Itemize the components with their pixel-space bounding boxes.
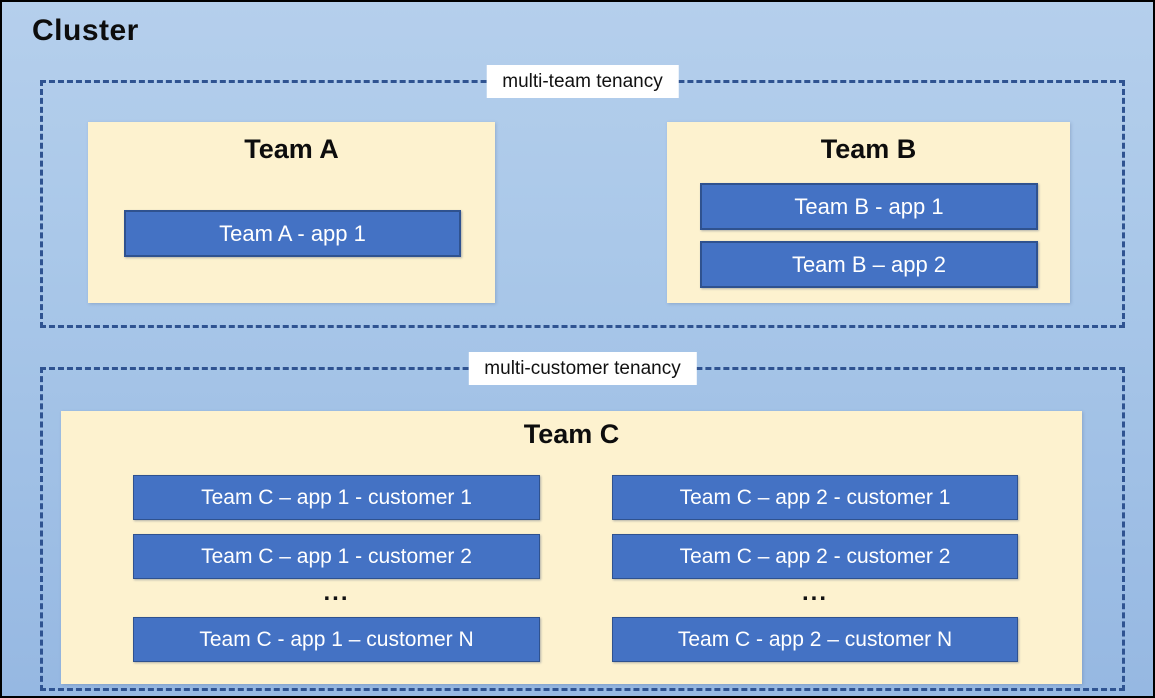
- team-c-title: Team C: [523, 419, 620, 449]
- team-a-title: Team A: [244, 134, 339, 164]
- team-c-app1-ellipsis: ...: [323, 579, 350, 606]
- multi-team-tenancy-label: multi-team tenancy: [486, 65, 679, 98]
- team-b-title: Team B: [820, 134, 917, 164]
- team-c-app2-customer1: Team C – app 2 - customer 1: [612, 475, 1018, 520]
- team-a-app-1: Team A - app 1: [124, 210, 461, 257]
- team-b-app-2: Team B – app 2: [700, 241, 1038, 288]
- team-b-app-1: Team B - app 1: [700, 183, 1038, 230]
- team-c-app1-customer2: Team C – app 1 - customer 2: [133, 534, 540, 579]
- cluster-title: Cluster: [32, 14, 139, 47]
- team-c-panel: Team C Team C – app 1 - customer 1 Team …: [61, 411, 1082, 684]
- team-c-app2-customer2: Team C – app 2 - customer 2: [612, 534, 1018, 579]
- team-c-app2-customerN: Team C - app 2 – customer N: [612, 617, 1018, 662]
- multi-customer-tenancy-box: multi-customer tenancy Team C Team C – a…: [40, 352, 1125, 691]
- team-b-panel: Team B Team B - app 1 Team B – app 2: [667, 122, 1070, 303]
- team-c-app1-customerN: Team C - app 1 – customer N: [133, 617, 540, 662]
- multi-customer-tenancy-label: multi-customer tenancy: [468, 352, 697, 385]
- team-c-app1-customer1: Team C – app 1 - customer 1: [133, 475, 540, 520]
- team-a-panel: Team A Team A - app 1: [88, 122, 495, 303]
- team-c-app2-ellipsis: ...: [801, 579, 828, 606]
- multi-team-tenancy-box: multi-team tenancy Team A Team A - app 1…: [40, 65, 1125, 328]
